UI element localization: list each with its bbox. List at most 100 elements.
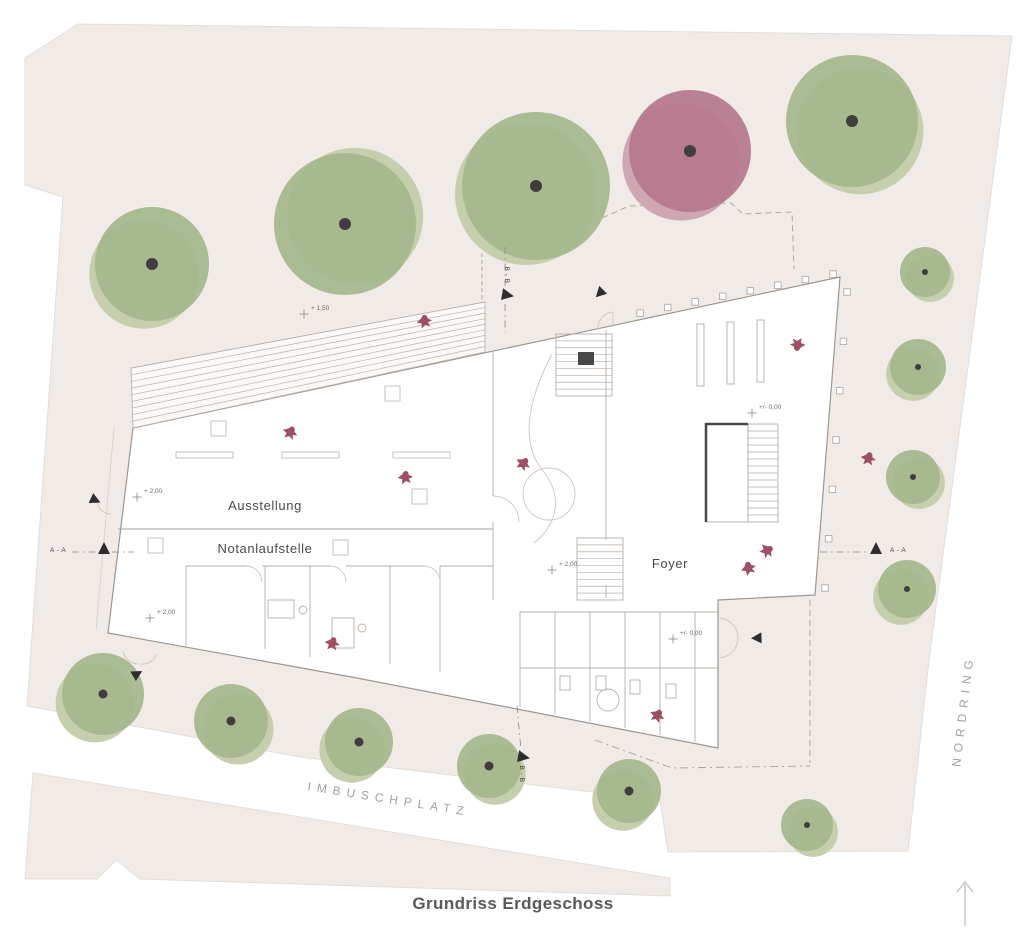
elevation-label: + 2,00 (144, 488, 163, 495)
ramp-step-line (131, 323, 486, 396)
tree-trunk-dot (146, 258, 158, 270)
building-footprint (107, 276, 841, 749)
tree-trunk-dot (684, 145, 696, 157)
tree-trunk-dot (354, 737, 364, 747)
tree (55, 653, 144, 743)
trees-layer (55, 55, 954, 857)
person-figure (282, 426, 298, 440)
tree (457, 734, 526, 805)
room-label-ausstellung: Ausstellung (228, 498, 302, 513)
facade-mullion-tick (829, 270, 837, 278)
street-label-nordring: NORDRING (949, 653, 977, 767)
facade-mullion-tick (719, 292, 727, 300)
entrance-arrow-icon (130, 671, 143, 682)
person-figure (741, 561, 756, 576)
tree (886, 450, 945, 509)
person-figure (416, 314, 433, 329)
entrance-arrow-icon (751, 632, 762, 644)
ramp-step-line (131, 329, 486, 402)
ramp-step-line (131, 351, 486, 429)
section-markers-layer: A - A A - A B - B B - B (50, 247, 906, 782)
facade-mullion-tick (843, 288, 851, 296)
tree (786, 55, 924, 195)
elevation-marker: + 2,00 (132, 488, 163, 502)
ramp-step-line (131, 340, 486, 416)
facade-mullion-tick (801, 275, 810, 284)
room-label-notanlaufstelle: Notanlaufstelle (218, 541, 313, 556)
tree-trunk-dot (910, 474, 916, 480)
facade-mullion-tick (746, 287, 754, 295)
tree (900, 247, 954, 302)
section-marker: A - A (820, 542, 906, 554)
tree-trunk-dot (904, 586, 910, 592)
tree-trunk-dot (226, 716, 236, 726)
facade-mullion-tick (691, 298, 699, 306)
stair-hatching (556, 340, 778, 594)
curved-wall-and-doors (96, 311, 739, 665)
section-marker: B - B (516, 705, 530, 783)
building (95, 276, 841, 749)
elevation-label: +/- 0,00 (680, 630, 703, 637)
person-figure (759, 544, 773, 559)
tree-trunk-dot (484, 761, 494, 771)
tree-trunk-dot (846, 115, 858, 127)
ramp-step-line (131, 318, 486, 389)
elevation-marker: +/- 0,00 (668, 630, 703, 644)
tree (886, 339, 946, 401)
section-marker: A - A (50, 542, 134, 554)
exhibition-furniture (147, 385, 451, 556)
drawing-title: Grundriss Erdgeschoss (412, 894, 613, 913)
section-label: B - B (503, 267, 510, 284)
elevation-marker: + 2,00 (145, 609, 176, 623)
section-triangle-icon (98, 542, 110, 554)
tree-trunk-dot (624, 786, 634, 796)
tree (873, 560, 936, 625)
facade-mullion-tick (636, 309, 644, 317)
section-label: A - A (50, 547, 66, 554)
facade-mullion-tick (774, 281, 782, 289)
tree (194, 684, 274, 765)
entrance-arrow-icon (88, 493, 101, 504)
room-label-foyer: Foyer (652, 556, 688, 571)
person-figure (860, 452, 876, 466)
section-triangle-icon (517, 750, 530, 763)
tree-trunk-dot (922, 269, 928, 275)
section-triangle-icon (870, 542, 882, 554)
tree (454, 112, 610, 266)
person-figure (789, 337, 806, 351)
site-neighbor-block (24, 772, 671, 897)
tree (274, 147, 424, 295)
facade-mullion-tick (832, 436, 840, 444)
tree (592, 759, 661, 831)
tree (319, 708, 393, 783)
tree-trunk-dot (339, 218, 351, 230)
section-label: B - B (518, 766, 525, 783)
ramp-step-line (131, 301, 486, 369)
section-marker: B - B (501, 247, 514, 332)
ramp-step-line (131, 346, 486, 422)
ramp-step-line (131, 335, 486, 409)
elevation-label: + 1,50 (311, 305, 330, 312)
section-triangle-icon (501, 288, 514, 301)
facade-mullion-tick (839, 337, 848, 346)
elevation-marker: +/- 0,00 (747, 404, 782, 418)
tree-accent (622, 90, 751, 221)
elevation-marker: + 1,50 (299, 305, 330, 319)
facade-mullion-tick (836, 387, 844, 395)
street-label-imbuschplatz: IMBUSCHPLATZ (307, 779, 471, 818)
tree-trunk-dot (915, 364, 921, 370)
elevation-label: + 2,00 (559, 561, 578, 568)
person-figure (397, 470, 414, 485)
tree (89, 207, 209, 329)
section-label: A - A (890, 547, 906, 554)
dark-cores (578, 352, 748, 522)
forecourt-dashed-lines (594, 600, 811, 769)
elevation-marker: + 2,00 (547, 561, 578, 575)
people-figures-layer (282, 314, 876, 724)
person-figure (324, 637, 340, 651)
facade-mullion-tick (821, 584, 829, 592)
elevation-label: + 2,00 (157, 609, 176, 616)
tree-trunk-dot (804, 822, 810, 828)
